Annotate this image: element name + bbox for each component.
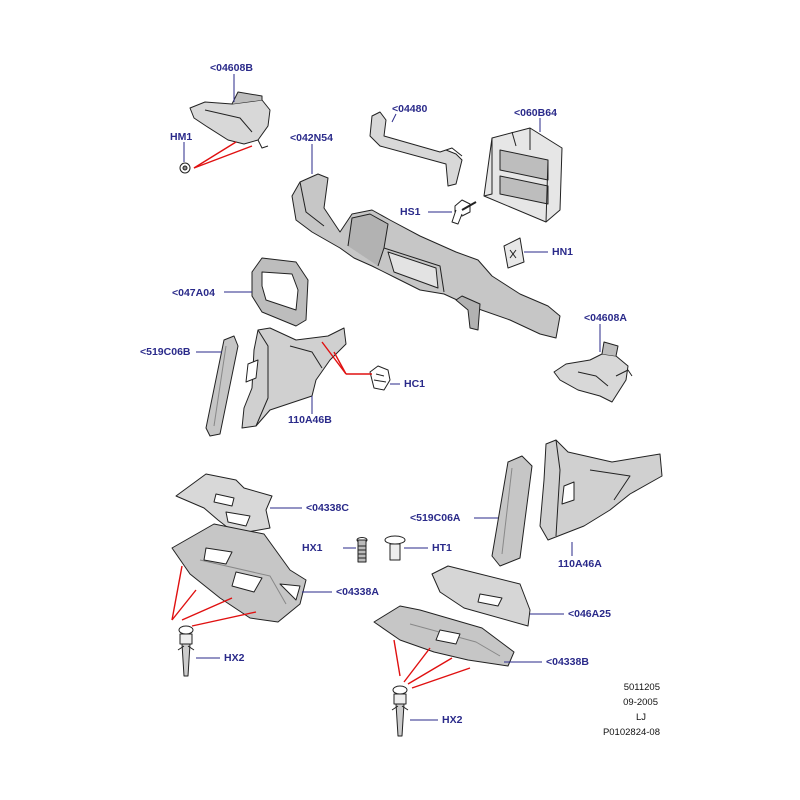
part-HN1-drawing (503, 237, 525, 269)
part-04338C-drawing (175, 473, 273, 535)
part-04608B-drawing (189, 91, 271, 149)
part-047A04-drawing (251, 257, 309, 327)
part-HC1-drawing (369, 365, 391, 391)
drawing-reference: P0102824-08 (602, 727, 660, 738)
drawing-date: 09-2005 (623, 697, 658, 708)
red-callout-lines (171, 141, 471, 689)
part-HS1-drawing (451, 199, 477, 225)
label-046A25: <046A25 (568, 608, 611, 620)
part-HX1-drawing (356, 537, 368, 563)
part-HM1-drawing (179, 162, 191, 174)
label-110A46A: 110A46A (558, 558, 602, 570)
drawing-code: 5011205 (623, 682, 660, 693)
part-HX2-left-drawing (177, 625, 195, 677)
label-042N54: <042N54 (290, 132, 333, 144)
part-HX2-right-drawing (391, 685, 409, 737)
part-HT1-drawing (384, 535, 406, 561)
label-HS1: HS1 (400, 206, 421, 218)
label-HM1: HM1 (170, 131, 193, 143)
part-060B64-drawing (483, 127, 563, 223)
label-519C06A: <519C06A (410, 512, 461, 524)
label-leader-lines (183, 74, 601, 721)
part-04608A-drawing (553, 341, 633, 403)
label-04480: <04480 (392, 103, 428, 115)
label-HT1: HT1 (432, 542, 452, 554)
label-04608B: <04608B (210, 62, 253, 74)
label-HN1: HN1 (552, 246, 574, 258)
label-HX2-right: HX2 (442, 714, 463, 726)
label-HX2-left: HX2 (224, 652, 245, 664)
label-04338C: <04338C (306, 502, 349, 514)
label-04338A: <04338A (336, 586, 379, 598)
label-HC1: HC1 (404, 378, 426, 390)
part-042N54-drawing (291, 173, 561, 339)
label-047A04: <047A04 (172, 287, 215, 299)
part-046A25-drawing (431, 565, 531, 627)
drawing-initials: LJ (635, 712, 646, 723)
label-04608A: <04608A (584, 312, 627, 324)
part-04338B-drawing (373, 605, 515, 667)
label-110A46B: 110A46B (288, 414, 332, 426)
part-04480-drawing (369, 111, 463, 187)
part-04338A-drawing (171, 523, 307, 623)
label-04338B: <04338B (546, 656, 589, 668)
label-060B64: <060B64 (514, 107, 557, 119)
part-519C06A-drawing (491, 455, 533, 567)
label-HX1: HX1 (302, 542, 323, 554)
part-110A46A-drawing (539, 439, 663, 541)
part-519C06B-drawing (205, 335, 239, 437)
label-519C06B: <519C06B (140, 346, 191, 358)
part-110A46B-drawing (241, 327, 347, 429)
